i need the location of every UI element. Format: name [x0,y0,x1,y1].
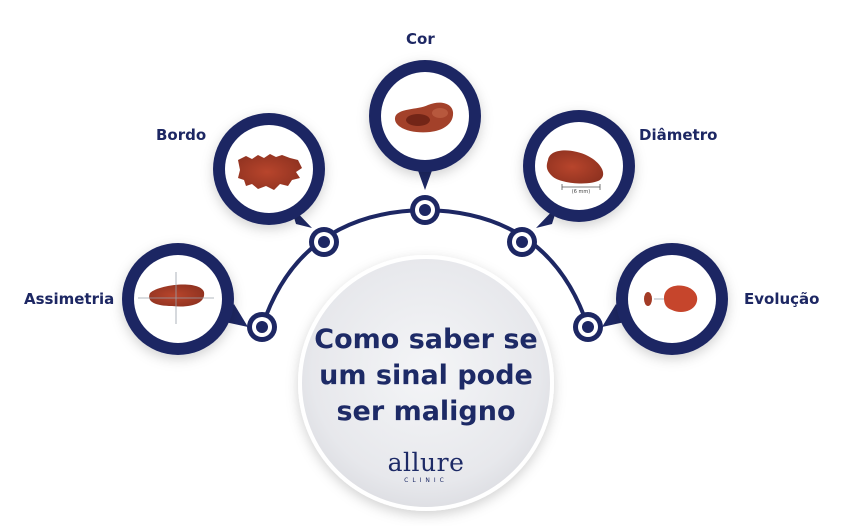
arc-node-asymmetry [247,312,277,342]
lesion-diameter [546,150,604,184]
brand-logo: allure CLINIC [352,448,500,485]
diameter-marker: (6 mm) [572,189,590,195]
label-color: Cor [406,30,435,48]
title-line-3: ser maligno [336,396,516,427]
arc-node-color [410,195,440,225]
bubble-color [369,60,481,190]
bubble-border [213,113,325,228]
arc-node-evolution [573,312,603,342]
arc-node-diameter [507,227,537,257]
brand-name: allure [387,448,465,477]
center-title: Como saber se um sinal pode ser maligno [300,322,552,430]
lesion-asymmetric [149,284,205,307]
arc-node-border [309,227,339,257]
lesion-grown [664,285,698,312]
lesion-small [644,292,652,306]
label-border: Bordo [156,126,207,144]
center-circle [298,255,554,511]
bubble-diameter: (6 mm) [523,110,635,228]
brand-sub: CLINIC [404,477,448,484]
bubble-asymmetry [122,243,248,355]
title-line-2: um sinal pode [319,360,533,391]
lesion-irregular-border [238,154,302,190]
label-asymmetry: Assimetria [24,290,115,308]
label-evolution: Evolução [744,290,820,308]
title-line-1: Como saber se [314,324,538,355]
label-diameter: Diâmetro [639,126,718,144]
bubble-evolution [602,243,728,355]
